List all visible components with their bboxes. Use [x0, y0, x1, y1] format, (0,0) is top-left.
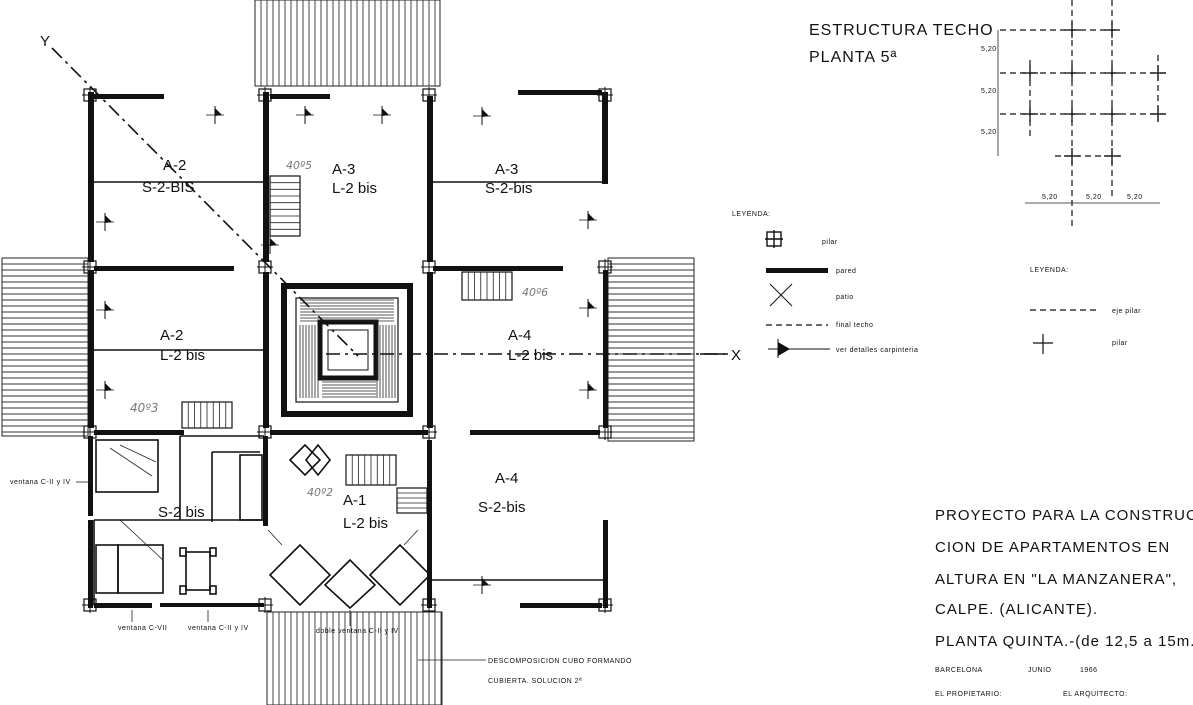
project-line: PROYECTO PARA LA CONSTRUC-: [935, 507, 1193, 524]
legend-item: pilar: [822, 239, 838, 246]
structure-grid: [997, 0, 1168, 230]
room-type: S-2-BIS: [142, 179, 195, 196]
window-note-bottom: doble ventana C-II y IV: [316, 628, 399, 635]
handwritten-notes: 40º5 40º6 40º3 40º2: [130, 159, 548, 499]
room-type: L-2 bis: [332, 180, 377, 197]
legend-item: eje pilar: [1112, 308, 1141, 315]
room-type: L-2 bis: [508, 347, 553, 364]
grid-dim-horizontal: 5,20: [1086, 194, 1102, 201]
wall-symbol-icon: [766, 268, 828, 273]
furniture: [95, 439, 432, 610]
grid-dim-horizontal: 5,20: [1127, 194, 1143, 201]
partitions: [93, 181, 603, 605]
grid-dim-horizontal: 5,20: [1042, 194, 1058, 201]
owner-label: EL PROPIETARIO:: [935, 691, 1002, 698]
stair-core: [281, 283, 413, 417]
room-type: S-2-bis: [485, 180, 533, 197]
terrace-right: [607, 257, 695, 442]
handwritten-note: 40º2: [307, 486, 333, 499]
project-line: PLANTA QUINTA.-(de 12,5 a 15m.): [935, 633, 1193, 650]
drawing-subtitle: PLANTA 5ª: [809, 49, 897, 66]
grid-dim-vertical: 5,20: [981, 129, 997, 136]
handwritten-note: 40º3: [130, 401, 159, 415]
pillar-symbol-icon: [765, 230, 783, 248]
room-code: A-2: [160, 327, 183, 344]
architect-label: EL ARQUITECTO:: [1063, 691, 1128, 698]
room-type: L-2 bis: [160, 347, 205, 364]
stairs: [181, 175, 513, 514]
project-line: CALPE. (ALICANTE).: [935, 601, 1098, 618]
project-title-block: PROYECTO PARA LA CONSTRUC- CION DE APART…: [935, 507, 1193, 698]
axis-x-label: X: [731, 347, 741, 364]
pillars: [82, 87, 613, 613]
legend-item: final techo: [836, 322, 873, 329]
room-code: A-1: [343, 492, 366, 509]
handwritten-note: 40º5: [286, 159, 312, 172]
drawing-title: ESTRUCTURA TECHO: [809, 22, 994, 39]
terrace-left: [1, 257, 89, 437]
window-note-bottom: ventana C-II y IV: [188, 625, 249, 632]
annotations: ventana C-II y IV ventana C-VII ventana …: [10, 479, 632, 685]
handwritten-note: 40º6: [522, 286, 548, 299]
axis-lines: [51, 47, 728, 357]
room-code: A-4: [508, 327, 531, 344]
legend-item: pared: [836, 268, 856, 275]
terrace-bottom: [266, 611, 443, 705]
carpentry-markers: [96, 106, 597, 594]
room-type: S-2 bis: [158, 504, 205, 521]
legend-item: ver detalles carpinteria: [836, 347, 918, 354]
room-code: A-3: [495, 161, 518, 178]
legend-main: LEYENDA: pilar pared patio final techo v…: [732, 211, 918, 358]
room-code: A-3: [332, 161, 355, 178]
pillar-cross-icon: [1033, 334, 1053, 354]
room-type: L-2 bis: [343, 515, 388, 532]
project-line: ALTURA EN "LA MANZANERA",: [935, 571, 1177, 588]
project-city: BARCELONA: [935, 667, 983, 674]
walls: [88, 90, 608, 608]
axis-y-label: Y: [40, 33, 50, 50]
project-month: JUNIO: [1028, 667, 1052, 674]
terrace-top: [254, 0, 441, 87]
room-labels: A-2 S-2-BIS A-3 L-2 bis A-3 S-2-bis A-2 …: [142, 157, 553, 532]
legend-item: pilar: [1112, 340, 1128, 347]
window-note-bottom: ventana C-VII: [118, 625, 167, 632]
legend-item: patio: [836, 294, 854, 301]
legend-title: LEYENDA:: [732, 211, 771, 218]
room-code: A-2: [163, 157, 186, 174]
room-code: A-4: [495, 470, 518, 487]
grid-dim-vertical: 5,20: [981, 46, 997, 53]
legend-title: LEYENDA:: [1030, 267, 1069, 274]
patio-symbol-icon: [769, 283, 793, 307]
window-note-left: ventana C-II y IV: [10, 479, 71, 486]
legend-grid: LEYENDA: eje pilar pilar: [1030, 267, 1141, 354]
grid-dim-vertical: 5,20: [981, 88, 997, 95]
room-type: S-2-bis: [478, 499, 526, 516]
project-year: 1966: [1080, 667, 1098, 674]
carpentry-marker-icon: [768, 339, 830, 358]
project-line: CION DE APARTAMENTOS EN: [935, 539, 1170, 556]
cube-note: DESCOMPOSICION CUBO FORMANDO: [488, 658, 632, 665]
cube-note: CUBIERTA. SOLUCION 2ª: [488, 678, 582, 685]
